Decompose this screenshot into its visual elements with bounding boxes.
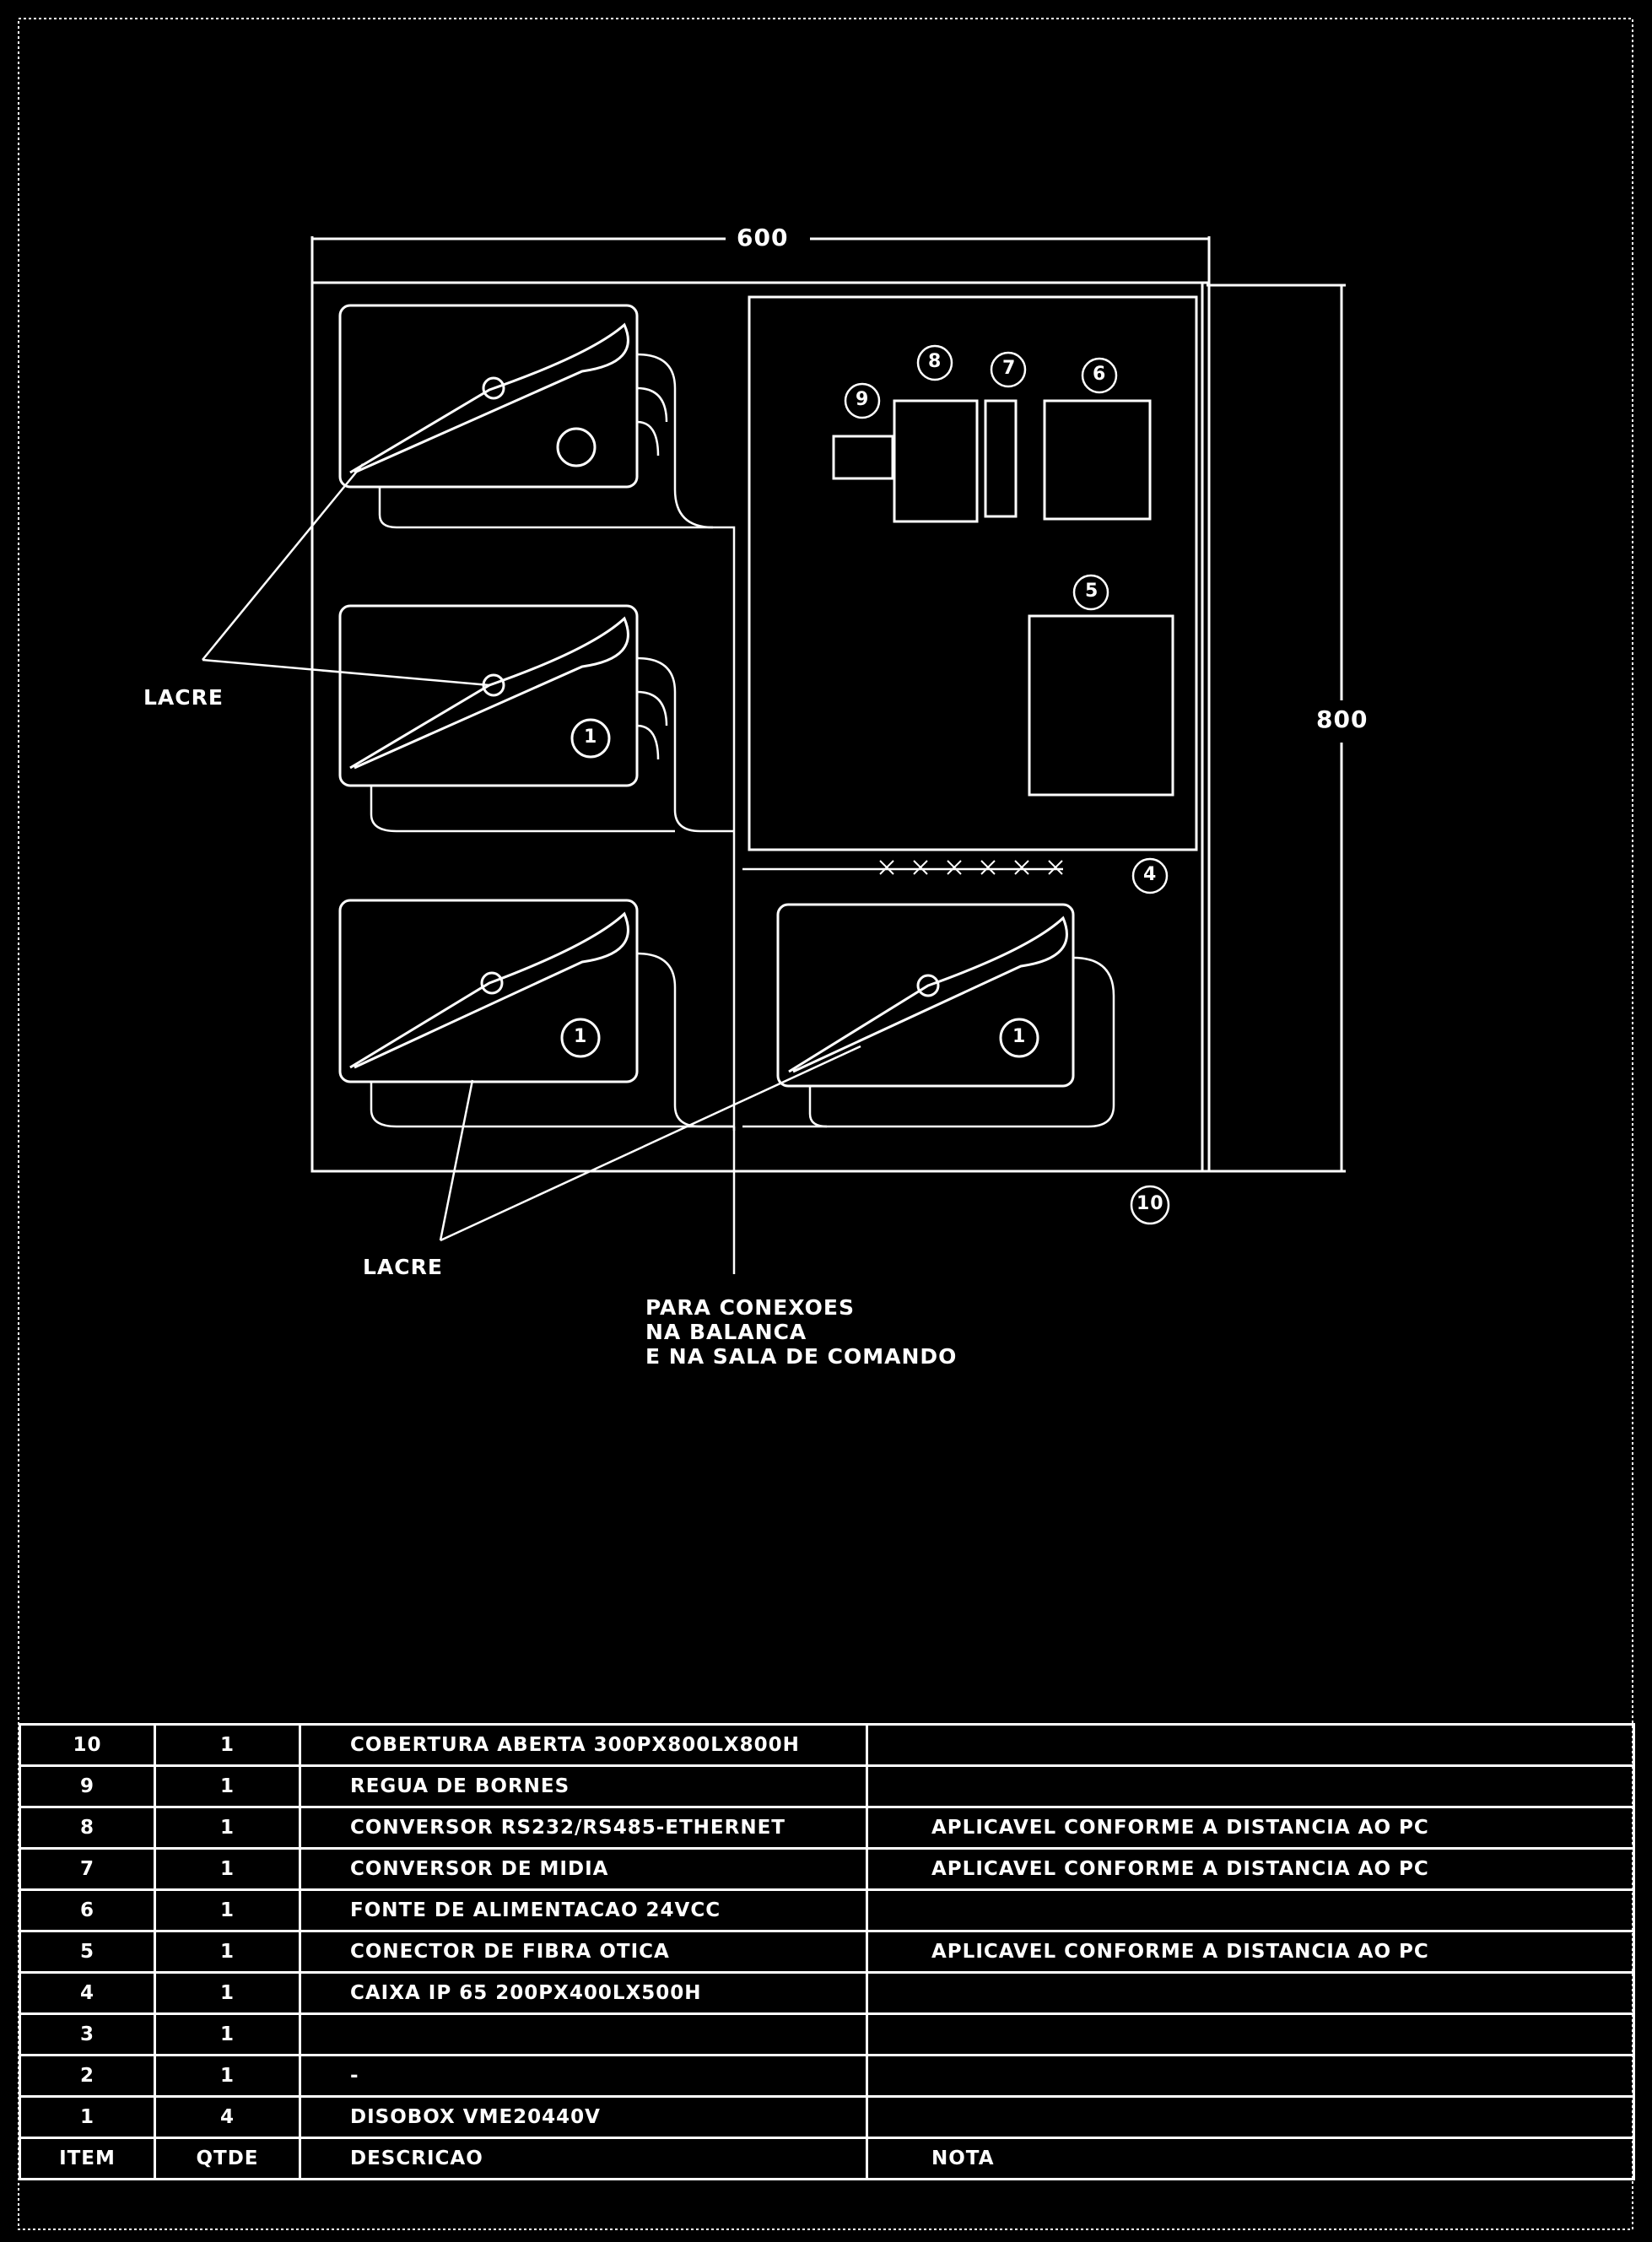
qty-cell: 1: [154, 1888, 301, 1932]
desc-cell: CONECTOR DE FIBRA OTICA: [299, 1930, 868, 1974]
header-item: ITEM: [19, 2137, 156, 2180]
media-converter-slim: [984, 399, 1018, 518]
desc-cell: [299, 2012, 868, 2056]
table-header-row: ITEM QTDE DESCRICAO NOTA: [19, 2137, 1635, 2180]
qty-cell: 4: [154, 2095, 301, 2139]
balloon-10: 10: [1136, 1193, 1164, 1214]
item-cell: 2: [19, 2054, 156, 2098]
qty-cell: 1: [154, 1806, 301, 1850]
terminal-markers: [879, 860, 1063, 875]
balloon-1c: 1: [1012, 1026, 1027, 1047]
table-row: 7 1 CONVERSOR DE MIDIA APLICAVEL CONFORM…: [19, 1847, 1635, 1891]
balloon-7: 7: [1002, 358, 1017, 379]
item-cell: 10: [19, 1723, 156, 1767]
item-cell: 8: [19, 1806, 156, 1850]
desc-cell: CONVERSOR RS232/RS485-ETHERNET: [299, 1806, 868, 1850]
balloon-1a: 1: [584, 727, 598, 748]
ip65-box: [748, 295, 1198, 851]
desc-cell: DISOBOX VME20440V: [299, 2095, 868, 2139]
media-converter-block: [832, 435, 894, 480]
seal-label-upper: LACRE: [143, 685, 224, 710]
power-supply-block: [1043, 399, 1152, 521]
qty-cell: 1: [154, 1847, 301, 1891]
note-cell: APLICAVEL CONFORME A DISTANCIA AO PC: [866, 1847, 1635, 1891]
header-nota: NOTA: [866, 2137, 1635, 2180]
desc-cell: REGUA DE BORNES: [299, 1764, 868, 1808]
qty-cell: 1: [154, 2054, 301, 2098]
qty-cell: 1: [154, 1723, 301, 1767]
table-row: 3 1: [19, 2012, 1635, 2056]
note-cell: [866, 1888, 1635, 1932]
item-cell: 5: [19, 1930, 156, 1974]
width-dimension-label: 600: [737, 224, 789, 251]
note-cell: APLICAVEL CONFORME A DISTANCIA AO PC: [866, 1806, 1635, 1850]
balloon-6: 6: [1093, 364, 1107, 385]
qty-cell: 1: [154, 1764, 301, 1808]
table-row: 1 4 DISOBOX VME20440V: [19, 2095, 1635, 2139]
table-row: 5 1 CONECTOR DE FIBRA OTICA APLICAVEL CO…: [19, 1930, 1635, 1974]
note-cell: [866, 1971, 1635, 2015]
desc-cell: CONVERSOR DE MIDIA: [299, 1847, 868, 1891]
header-qty: QTDE: [154, 2137, 301, 2180]
seal-leaders: [202, 463, 861, 1242]
height-dimension-label: 800: [1316, 705, 1369, 733]
seal-label-lower: LACRE: [363, 1255, 443, 1279]
note-cell: [866, 2054, 1635, 2098]
table-row: 4 1 CAIXA IP 65 200PX400LX500H: [19, 1971, 1635, 2015]
table-row: 2 1 -: [19, 2054, 1635, 2098]
qty-cell: 1: [154, 1971, 301, 2015]
connection-note-line-1: PARA CONEXOES: [645, 1295, 855, 1320]
table-row: 10 1 COBERTURA ABERTA 300PX800LX800H: [19, 1723, 1635, 1767]
cable-runs: [370, 353, 1115, 1274]
disobox-bottom-right: [776, 903, 1075, 1088]
open-cover: [310, 281, 1211, 1173]
connection-note-line-3: E NA SALA DE COMANDO: [645, 1344, 958, 1369]
desc-cell: COBERTURA ABERTA 300PX800LX800H: [299, 1723, 868, 1767]
balloon-9: 9: [856, 389, 870, 410]
width-dimension: [310, 236, 1211, 283]
item-cell: 9: [19, 1764, 156, 1808]
note-cell: APLICAVEL CONFORME A DISTANCIA AO PC: [866, 1930, 1635, 1974]
header-desc: DESCRICAO: [299, 2137, 868, 2180]
fiber-connector-block: [1028, 614, 1174, 797]
desc-cell: CAIXA IP 65 200PX400LX500H: [299, 1971, 868, 2015]
disobox-bottom-left: [338, 899, 639, 1083]
item-cell: 4: [19, 1971, 156, 2015]
converter-rs232-block: [893, 399, 979, 523]
balloon-4: 4: [1143, 864, 1158, 885]
desc-cell: FONTE DE ALIMENTACAO 24VCC: [299, 1888, 868, 1932]
balloon-5: 5: [1085, 581, 1099, 602]
item-cell: 7: [19, 1847, 156, 1891]
connection-note-line-2: NA BALANCA: [645, 1320, 807, 1344]
item-cell: 1: [19, 2095, 156, 2139]
balloon-1b: 1: [574, 1026, 588, 1047]
disobox-mid-left: [338, 604, 639, 787]
disobox-top-left: [338, 304, 639, 489]
balloon-8: 8: [928, 351, 942, 372]
qty-cell: 1: [154, 1930, 301, 1974]
qty-cell: 1: [154, 2012, 301, 2056]
bill-of-materials-table: 10 1 COBERTURA ABERTA 300PX800LX800H 9 1…: [19, 1723, 1635, 2180]
note-cell: [866, 1723, 1635, 1767]
table-row: 6 1 FONTE DE ALIMENTACAO 24VCC: [19, 1888, 1635, 1932]
note-cell: [866, 2095, 1635, 2139]
note-cell: [866, 1764, 1635, 1808]
item-cell: 3: [19, 2012, 156, 2056]
desc-cell: -: [299, 2054, 868, 2098]
height-dimension: [1207, 284, 1346, 1173]
table-row: 9 1 REGUA DE BORNES: [19, 1764, 1635, 1808]
item-cell: 6: [19, 1888, 156, 1932]
item-balloons: [844, 344, 1170, 1225]
note-cell: [866, 2012, 1635, 2056]
table-row: 8 1 CONVERSOR RS232/RS485-ETHERNET APLIC…: [19, 1806, 1635, 1850]
